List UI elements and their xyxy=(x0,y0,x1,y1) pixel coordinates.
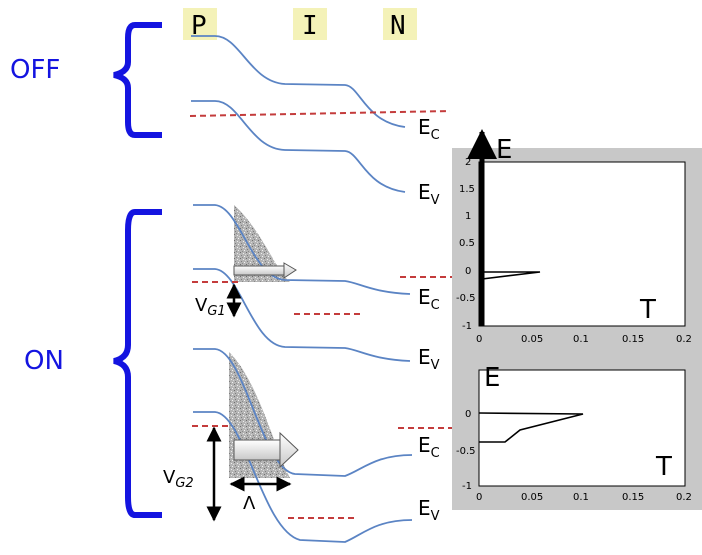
plot1-ytick: 0 xyxy=(465,266,471,277)
off-valence-band xyxy=(191,100,406,193)
plot2-y-ticks: 0 -0.5 -1 xyxy=(456,409,476,492)
plot2-ytick: 0 xyxy=(465,409,471,420)
plot1-ytick: -1 xyxy=(462,321,472,332)
on-brace xyxy=(113,209,162,518)
i-region-label: I xyxy=(302,11,318,41)
off-ev-label: EV xyxy=(418,180,440,208)
lambda-label: Λ xyxy=(243,493,256,514)
vg2-ec-label: EC xyxy=(418,433,440,461)
plot1-y-label: E xyxy=(496,135,512,165)
plot2-ytick: -0.5 xyxy=(456,446,476,457)
i-region-label-bg xyxy=(293,8,327,40)
on-label: ON xyxy=(24,346,64,376)
plot1-xtick: 0.15 xyxy=(622,334,644,345)
vg2-tunnel-arrowhead xyxy=(279,431,299,469)
plot1-area xyxy=(478,161,686,327)
plot1-ytick: -0.5 xyxy=(456,293,476,304)
off-brace xyxy=(113,22,162,138)
plot2-xtick: 0.15 xyxy=(622,492,644,503)
off-ec-label: EC xyxy=(418,115,440,143)
vg1-label: VG1 xyxy=(195,295,226,319)
plot2-ytick: -1 xyxy=(462,481,472,492)
vg1-tunnel-arrow xyxy=(233,265,285,276)
plot1-ytick: 1.5 xyxy=(459,184,475,195)
vg2-label: VG2 xyxy=(163,467,194,491)
vg1-valence-band xyxy=(193,268,411,362)
vg2-valence-band xyxy=(193,411,413,543)
plot1-y-ticks: 2 1.5 1 0.5 0 -0.5 -1 xyxy=(456,157,476,332)
vg1-ec-label: EC xyxy=(418,285,440,313)
plot1-xtick: 0.1 xyxy=(573,334,589,345)
vg2-tunnel-arrow xyxy=(233,439,281,461)
plot2-xtick: 0.2 xyxy=(676,492,692,503)
plot2-y-label: E xyxy=(484,363,500,393)
vg2-ev-label: EV xyxy=(418,496,440,524)
plot2-x-ticks: 0 0.05 0.1 0.15 0.2 xyxy=(476,492,692,503)
vg2-conduction-band xyxy=(193,348,413,477)
plot1-xtick: 0.05 xyxy=(521,334,543,345)
plot1-xtick: 0 xyxy=(476,334,482,345)
plot2-xtick: 0.1 xyxy=(573,492,589,503)
n-region-label-bg xyxy=(383,8,417,40)
plot1-xtick: 0.2 xyxy=(676,334,692,345)
vg1-tunnel-arrowhead xyxy=(283,262,297,279)
plot1-ytick: 1 xyxy=(465,211,471,222)
vg1-conduction-band xyxy=(193,204,411,295)
plot1-x-ticks: 0 0.05 0.1 0.15 0.2 xyxy=(476,334,692,345)
p-region-label-bg xyxy=(183,8,217,40)
plot1-transmission-curve xyxy=(481,271,541,280)
tunneling-region-vg1 xyxy=(234,205,290,282)
n-region-label: N xyxy=(390,11,406,41)
p-region-label: P xyxy=(191,11,207,41)
plot1-ytick: 0.5 xyxy=(459,238,475,249)
plot2-x-label: T xyxy=(655,452,672,482)
plot2-xtick: 0 xyxy=(476,492,482,503)
plot2-transmission-curve xyxy=(478,412,584,443)
off-fermi-level xyxy=(189,110,451,117)
vg1-ev-label: EV xyxy=(418,345,440,373)
plot2-xtick: 0.05 xyxy=(521,492,543,503)
plot2-area xyxy=(478,369,686,487)
off-label: OFF xyxy=(10,55,60,85)
plot1-x-label: T xyxy=(639,295,656,325)
plot1-ytick: 2 xyxy=(465,157,471,168)
